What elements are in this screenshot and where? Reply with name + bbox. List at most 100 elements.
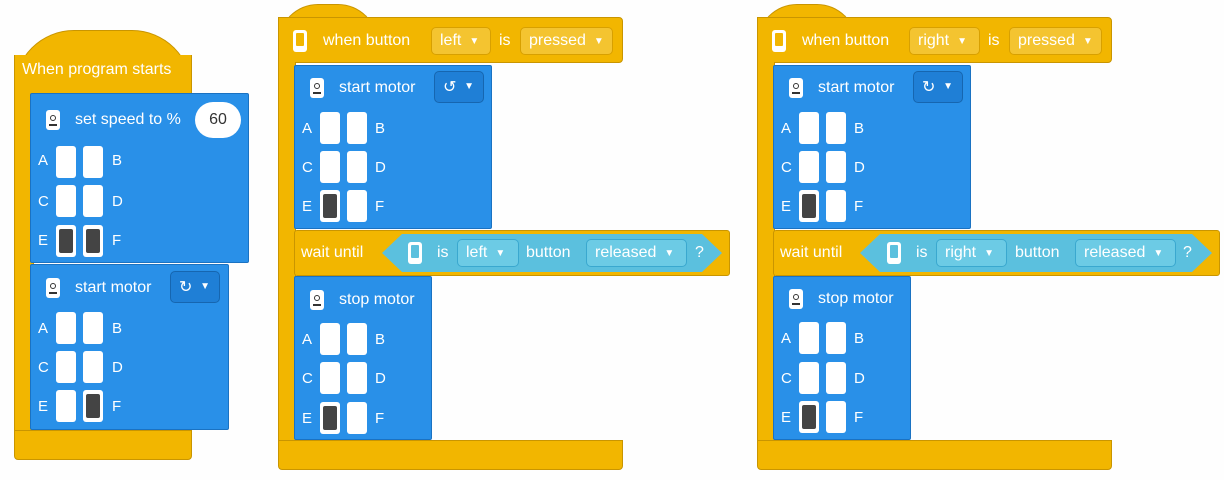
port-b-toggle[interactable] <box>347 323 367 355</box>
port-label-d: D <box>112 359 123 376</box>
motor-hub-icon <box>46 110 60 130</box>
port-label-d: D <box>375 370 386 387</box>
port-label-a: A <box>302 331 313 348</box>
port-d-toggle[interactable] <box>83 185 103 217</box>
button-label: button <box>1015 244 1060 261</box>
port-a-toggle[interactable] <box>320 112 340 144</box>
phone-icon <box>293 30 307 52</box>
right-button-footer <box>757 440 1112 470</box>
question-mark: ? <box>1183 244 1192 261</box>
motor-hub-icon <box>789 78 803 98</box>
state-select[interactable]: released▼ <box>586 239 687 267</box>
is-label: is <box>499 32 511 49</box>
port-label-d: D <box>854 370 865 387</box>
hat-label: When program starts <box>22 61 172 78</box>
port-d-toggle[interactable] <box>347 151 367 183</box>
port-e-toggle[interactable] <box>56 390 76 422</box>
port-d-toggle[interactable] <box>826 362 846 394</box>
port-f-toggle[interactable] <box>826 190 846 222</box>
program-starts-header[interactable] <box>14 55 192 95</box>
motor-hub-icon <box>46 278 60 298</box>
stop-motor-label: stop motor <box>818 290 894 307</box>
port-label-c: C <box>38 193 49 210</box>
port-e-toggle[interactable] <box>799 190 819 222</box>
speed-value-input[interactable]: 60 <box>195 102 241 138</box>
port-f-toggle[interactable] <box>347 402 367 434</box>
port-e-toggle[interactable] <box>320 402 340 434</box>
state-select-value: released <box>1084 244 1146 261</box>
port-e-toggle[interactable] <box>56 225 76 257</box>
button-select[interactable]: right▼ <box>936 239 1007 267</box>
port-label-b: B <box>854 330 865 347</box>
port-b-toggle[interactable] <box>83 312 103 344</box>
button-select[interactable]: left▼ <box>431 27 491 55</box>
port-label-a: A <box>781 120 792 137</box>
port-label-e: E <box>781 198 792 215</box>
direction-dropdown[interactable]: ↻▼ <box>170 271 220 303</box>
is-label: is <box>437 244 449 261</box>
port-a-toggle[interactable] <box>56 312 76 344</box>
port-label-f: F <box>112 232 122 249</box>
port-b-toggle[interactable] <box>826 112 846 144</box>
port-d-toggle[interactable] <box>83 351 103 383</box>
port-d-toggle[interactable] <box>347 362 367 394</box>
chevron-down-icon: ▼ <box>1153 248 1164 259</box>
port-c-toggle[interactable] <box>320 151 340 183</box>
port-label-b: B <box>375 120 386 137</box>
state-select[interactable]: pressed▼ <box>520 27 613 55</box>
program-starts-footer <box>14 430 192 460</box>
port-label-c: C <box>302 159 313 176</box>
chevron-down-icon: ▼ <box>664 248 675 259</box>
port-label-e: E <box>302 198 313 215</box>
port-a-toggle[interactable] <box>320 323 340 355</box>
port-label-d: D <box>854 159 865 176</box>
state-select[interactable]: pressed▼ <box>1009 27 1102 55</box>
port-c-toggle[interactable] <box>56 351 76 383</box>
port-a-toggle[interactable] <box>799 322 819 354</box>
port-f-toggle[interactable] <box>826 401 846 433</box>
clockwise-icon: ↻ <box>179 279 193 296</box>
button-select-value: right <box>918 32 950 49</box>
wait-until-label: wait until <box>780 244 843 261</box>
button-select[interactable]: left ▼ <box>457 239 519 267</box>
port-c-toggle[interactable] <box>799 362 819 394</box>
start-motor-label: start motor <box>339 79 416 96</box>
port-c-toggle[interactable] <box>320 362 340 394</box>
port-f-toggle[interactable] <box>347 190 367 222</box>
port-label-d: D <box>112 193 123 210</box>
port-d-toggle[interactable] <box>826 151 846 183</box>
port-label-a: A <box>781 330 792 347</box>
port-e-toggle[interactable] <box>799 401 819 433</box>
port-a-toggle[interactable] <box>56 146 76 178</box>
chevron-down-icon: ▼ <box>495 248 506 259</box>
port-label-e: E <box>302 410 313 427</box>
port-label-c: C <box>38 359 49 376</box>
phone-icon <box>887 242 901 264</box>
port-f-toggle[interactable] <box>83 390 103 422</box>
button-select-value: left <box>466 244 488 261</box>
direction-dropdown[interactable]: ↺▼ <box>434 71 484 103</box>
left-button-footer <box>278 440 623 470</box>
port-label-b: B <box>375 331 386 348</box>
port-a-toggle[interactable] <box>799 112 819 144</box>
port-b-toggle[interactable] <box>347 112 367 144</box>
chevron-down-icon: ▼ <box>957 36 968 47</box>
port-b-toggle[interactable] <box>826 322 846 354</box>
port-e-toggle[interactable] <box>320 190 340 222</box>
port-c-toggle[interactable] <box>56 185 76 217</box>
when-button-label: when button <box>802 32 890 49</box>
is-label: is <box>916 244 928 261</box>
port-b-toggle[interactable] <box>83 146 103 178</box>
state-select-value: pressed <box>1018 32 1075 49</box>
port-label-f: F <box>375 410 385 427</box>
button-select[interactable]: right ▼ <box>909 27 980 55</box>
set-speed-label: set speed to % <box>75 111 181 128</box>
start-motor-label: start motor <box>75 279 152 296</box>
direction-dropdown[interactable]: ↻▼ <box>913 71 963 103</box>
state-select[interactable]: released ▼ <box>1075 239 1176 267</box>
port-f-toggle[interactable] <box>83 225 103 257</box>
port-c-toggle[interactable] <box>799 151 819 183</box>
motor-hub-icon <box>310 290 324 310</box>
chevron-down-icon: ▼ <box>464 81 474 92</box>
chevron-down-icon: ▼ <box>200 281 210 292</box>
